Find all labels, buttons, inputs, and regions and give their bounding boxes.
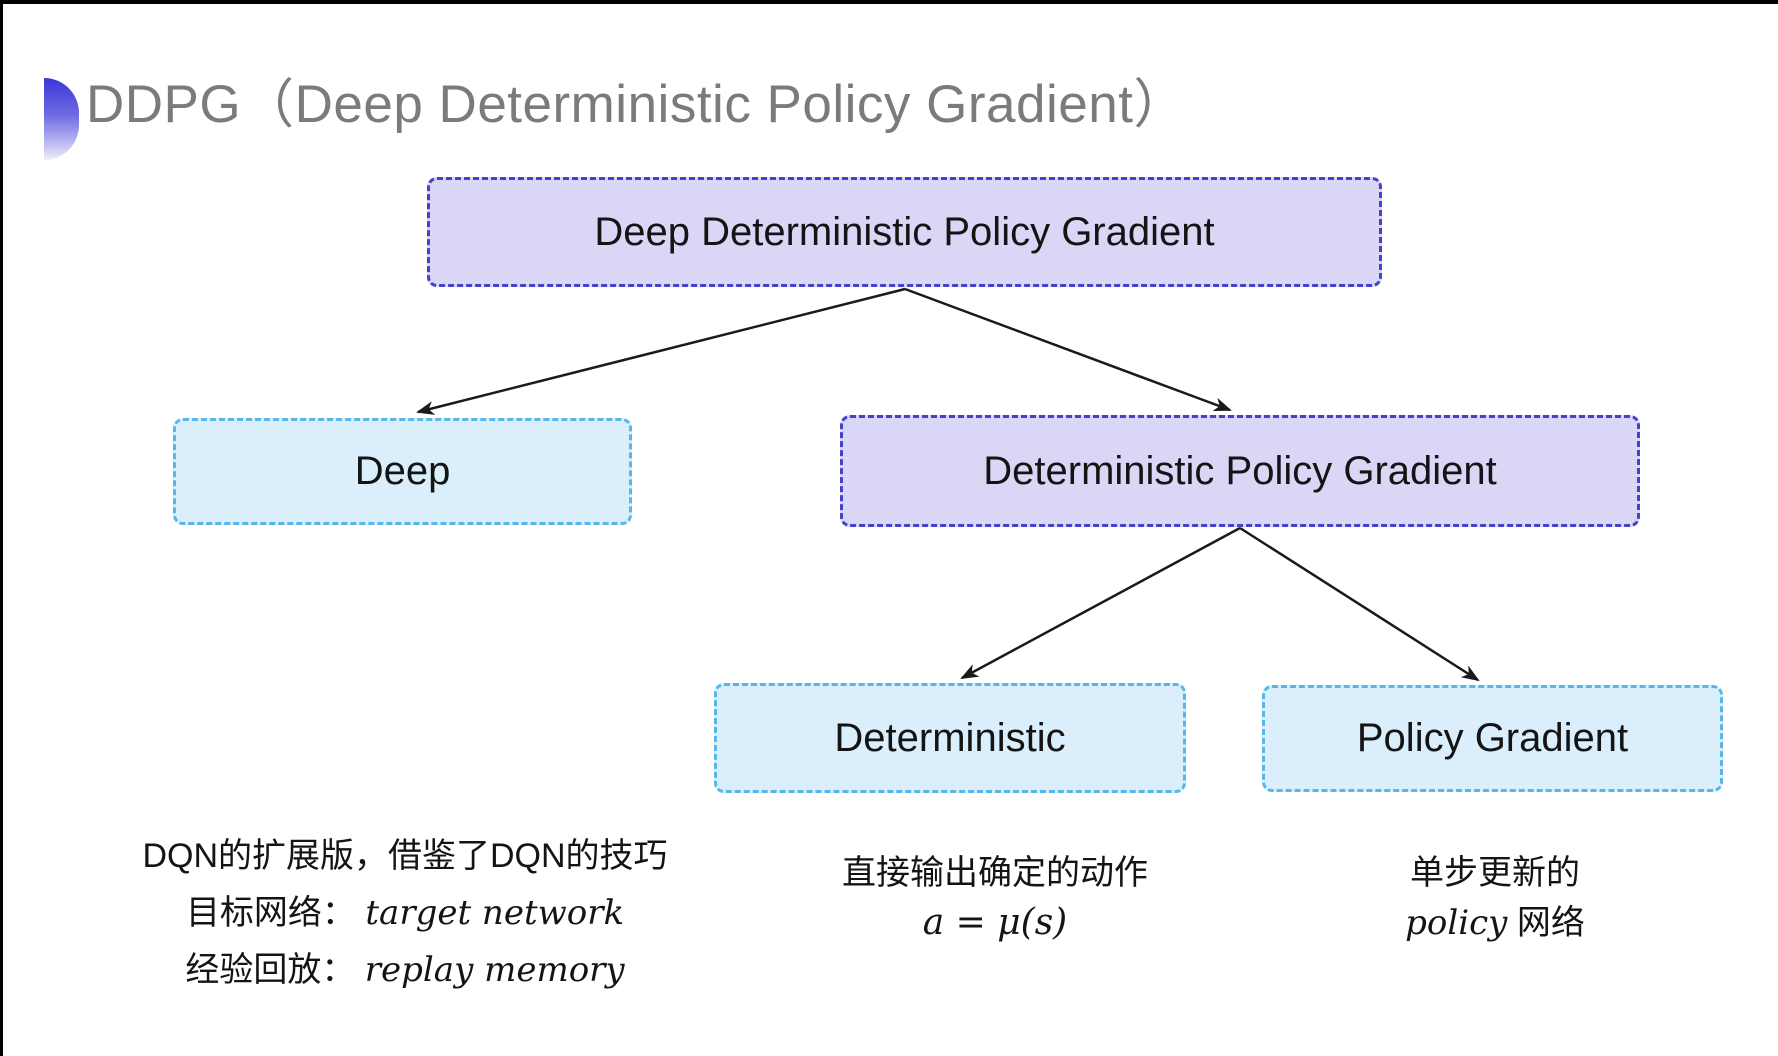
node-label: Deep Deterministic Policy Gradient xyxy=(594,209,1215,254)
node-label: Deterministic xyxy=(834,715,1066,760)
note-policy-gradient-term: policy xyxy=(1405,903,1508,943)
note-deep-line2-term: target network xyxy=(365,893,625,933)
node-label: Deep xyxy=(354,449,451,493)
note-deep: DQN的扩展版，借鉴了DQN的技巧 目标网络： target network 经… xyxy=(95,828,715,999)
node-deterministic-policy-gradient: Deterministic Policy Gradient xyxy=(840,415,1640,527)
note-deep-line3-term: replay memory xyxy=(364,950,625,990)
page-title: DDPG（Deep Deterministic Policy Gradient） xyxy=(86,75,1187,134)
window-edge-left xyxy=(0,0,3,1056)
half-circle-bullet-icon xyxy=(44,78,79,160)
node-deterministic: Deterministic xyxy=(714,683,1186,793)
node-deep-deterministic-policy-gradient: Deep Deterministic Policy Gradient xyxy=(427,177,1382,287)
note-policy-gradient-suffix: 网络 xyxy=(1507,904,1585,942)
note-deterministic: 直接输出确定的动作 a = μ(s) xyxy=(770,848,1220,948)
note-deterministic-formula: a = μ(s) xyxy=(922,902,1068,943)
window-edge-top xyxy=(0,0,1778,4)
node-policy-gradient: Policy Gradient xyxy=(1262,685,1723,792)
note-deep-line2-label: 目标网络： xyxy=(185,894,356,932)
note-deep-line3-label: 经验回放： xyxy=(185,951,356,989)
node-label: Policy Gradient xyxy=(1356,716,1629,760)
note-deep-line1: DQN的扩展版，借鉴了DQN的技巧 xyxy=(142,837,668,875)
node-label: Deterministic Policy Gradient xyxy=(983,448,1497,493)
note-deterministic-line1: 直接输出确定的动作 xyxy=(842,854,1148,892)
note-policy-gradient-line2: policy 网络 xyxy=(1280,898,1710,948)
note-deep-line2: 目标网络： target network xyxy=(95,885,715,942)
note-deep-line3: 经验回放： replay memory xyxy=(95,942,715,999)
note-policy-gradient-line1: 单步更新的 xyxy=(1410,854,1580,892)
note-policy-gradient: 单步更新的 policy 网络 xyxy=(1280,848,1710,948)
node-deep: Deep xyxy=(173,418,632,525)
